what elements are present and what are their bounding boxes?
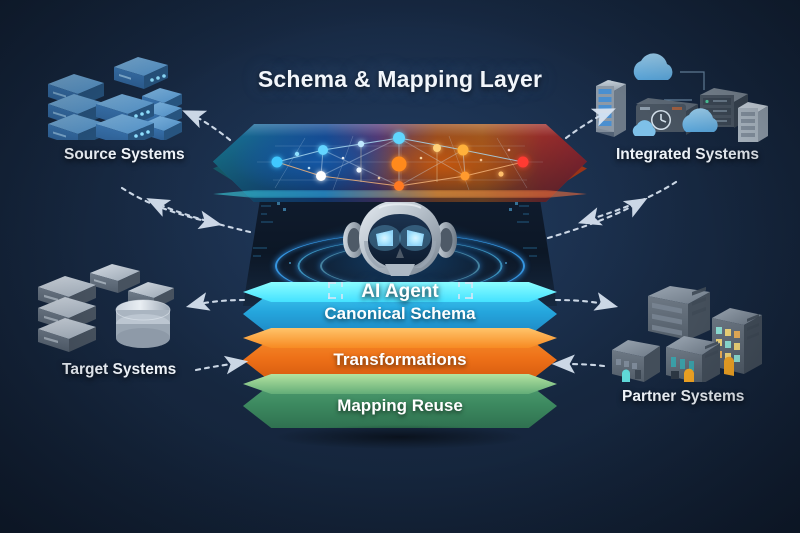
arrow-source-to-hex (120, 186, 223, 230)
label-source-systems: Source Systems (64, 146, 185, 163)
layer-mapping-reuse-label: Mapping Reuse (337, 396, 463, 415)
layer-mapping-reuse[interactable]: Mapping Reuse (243, 374, 557, 428)
layer-transformations-label: Transformations (333, 350, 467, 369)
blue-server-stack-icon (48, 57, 182, 147)
label-partner-systems: Partner Systems (622, 388, 745, 405)
hex-platform-glow-edge (213, 190, 587, 198)
arrow-target-to-stack (194, 355, 249, 375)
source-systems-icon-group (38, 52, 183, 147)
arrow-hex-to-source-2 (146, 198, 252, 234)
arrow-integrated-to-hex (577, 180, 678, 226)
bracket-right-icon (455, 282, 473, 299)
arrow-partner-to-stack (551, 354, 606, 374)
label-target-systems: Target Systems (62, 361, 177, 378)
ai-robot-icon (341, 194, 459, 282)
integrated-systems-icon-group (592, 50, 777, 142)
layer-transformations[interactable]: Transformations (243, 328, 557, 382)
arrow-hex-to-integrated-2 (546, 197, 648, 240)
ai-agent-label: AI Agent (361, 281, 439, 302)
bracket-left-icon (328, 282, 346, 299)
target-systems-icon-group (32, 262, 187, 354)
cloud-server-icon (596, 53, 768, 142)
label-integrated-systems: Integrated Systems (616, 146, 759, 163)
gray-server-database-icon (38, 264, 174, 352)
